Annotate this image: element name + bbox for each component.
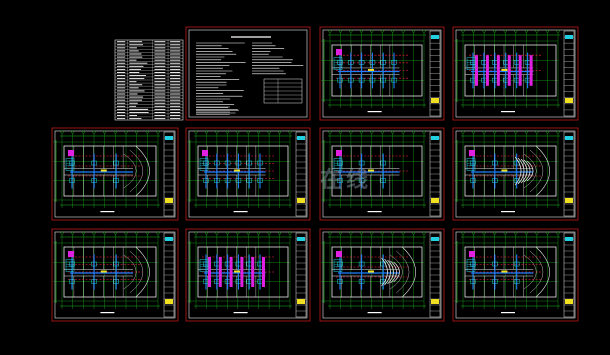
floor-plan-sheet [319,26,445,121]
drawing-index-sheet [114,39,184,121]
design-notes-sheet [185,26,311,121]
floor-plan-sheet [452,26,579,121]
drawing-sheets-layer [51,26,579,322]
floor-plan-sheet [319,228,445,322]
floor-plan-sheet [185,228,311,322]
floor-plan-sheet [185,127,311,221]
floor-plan-sheet [319,127,445,221]
floor-plan-sheet [51,228,179,322]
floor-plan-sheet [452,228,579,322]
floor-plan-sheet [51,127,179,221]
floor-plan-sheet [452,127,579,221]
